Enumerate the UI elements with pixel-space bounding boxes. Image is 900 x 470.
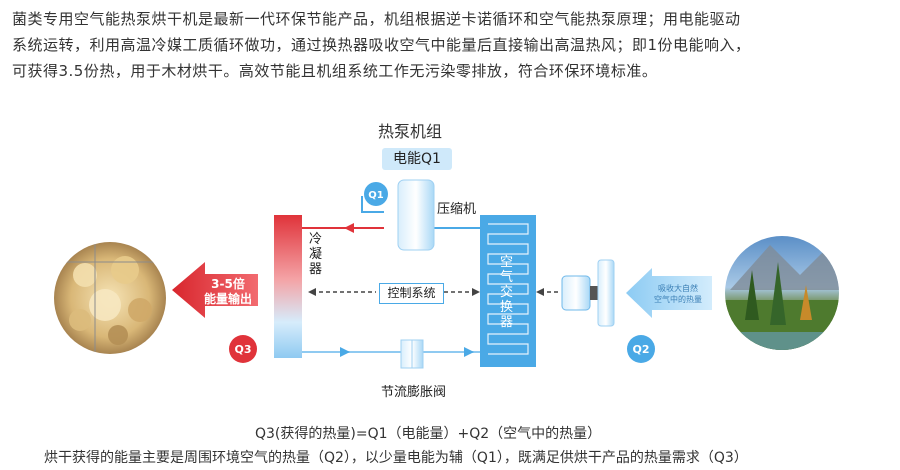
output-arrow-text-2: 能量输出: [204, 291, 252, 306]
q1-badge-text: Q1: [368, 190, 384, 201]
formula-text: Q3(获得的热量)=Q1（电能量）+Q2（空气中的热量）: [255, 426, 602, 442]
condenser-label-text: 冷凝器: [309, 232, 323, 277]
control-system-box: 控制系统: [379, 283, 444, 304]
intro-text: 菌类专用空气能热泵烘干机是最新一代环保节能产品，机组根据逆卡诺循环和空气能热泵原…: [12, 6, 892, 84]
condenser: [274, 215, 302, 358]
absorb-arrow-text-1: 吸收大自然: [658, 283, 698, 293]
air-exchanger: [480, 215, 536, 367]
q1-badge: Q1: [364, 182, 388, 206]
valve-label: 节流膨胀阀: [381, 385, 447, 400]
expansion-valve: [400, 339, 424, 369]
q2-badge: Q2: [627, 335, 655, 363]
output-arrow-text-1: 3-5倍: [211, 276, 245, 291]
summary-text: 烘干获得的能量主要是周围环境空气的热量（Q2），以少量电能为辅（Q1），既满足供…: [44, 450, 748, 466]
q2-badge-text: Q2: [632, 343, 649, 356]
intro-line-3: 可获得3.5份热，用于木材烘干。高效节能且机组系统工作无污染零排放，符合环保环境…: [12, 62, 658, 80]
compressor-label: 压缩机: [437, 202, 477, 217]
intro-line-1: 菌类专用空气能热泵烘干机是最新一代环保节能产品，机组根据逆卡诺循环和空气能热泵原…: [12, 10, 741, 28]
compressor: [397, 179, 435, 251]
absorb-arrow-text-2: 空气中的热量: [654, 294, 702, 304]
absorb-heat-arrow: 吸收大自然 空气中的热量: [626, 268, 712, 318]
mushroom-photo: [54, 242, 166, 354]
fan-icon: [561, 259, 615, 327]
intro-line-2: 系统运转，利用高温冷媒工质循环做功，通过换热器吸收空气中能量后直接输出高温热风；…: [12, 36, 751, 54]
power-label: 电能Q1: [382, 148, 452, 170]
landscape-photo: [725, 236, 839, 350]
diagram-title: 热泵机组: [378, 122, 443, 141]
exchanger-label: 空气交换器: [500, 255, 514, 330]
control-links: [308, 288, 560, 296]
refrigerant-pipes: [302, 196, 480, 357]
energy-output-arrow: 3-5倍 能量输出: [172, 262, 258, 318]
q3-badge: Q3: [229, 335, 257, 363]
q3-badge-text: Q3: [234, 343, 251, 356]
